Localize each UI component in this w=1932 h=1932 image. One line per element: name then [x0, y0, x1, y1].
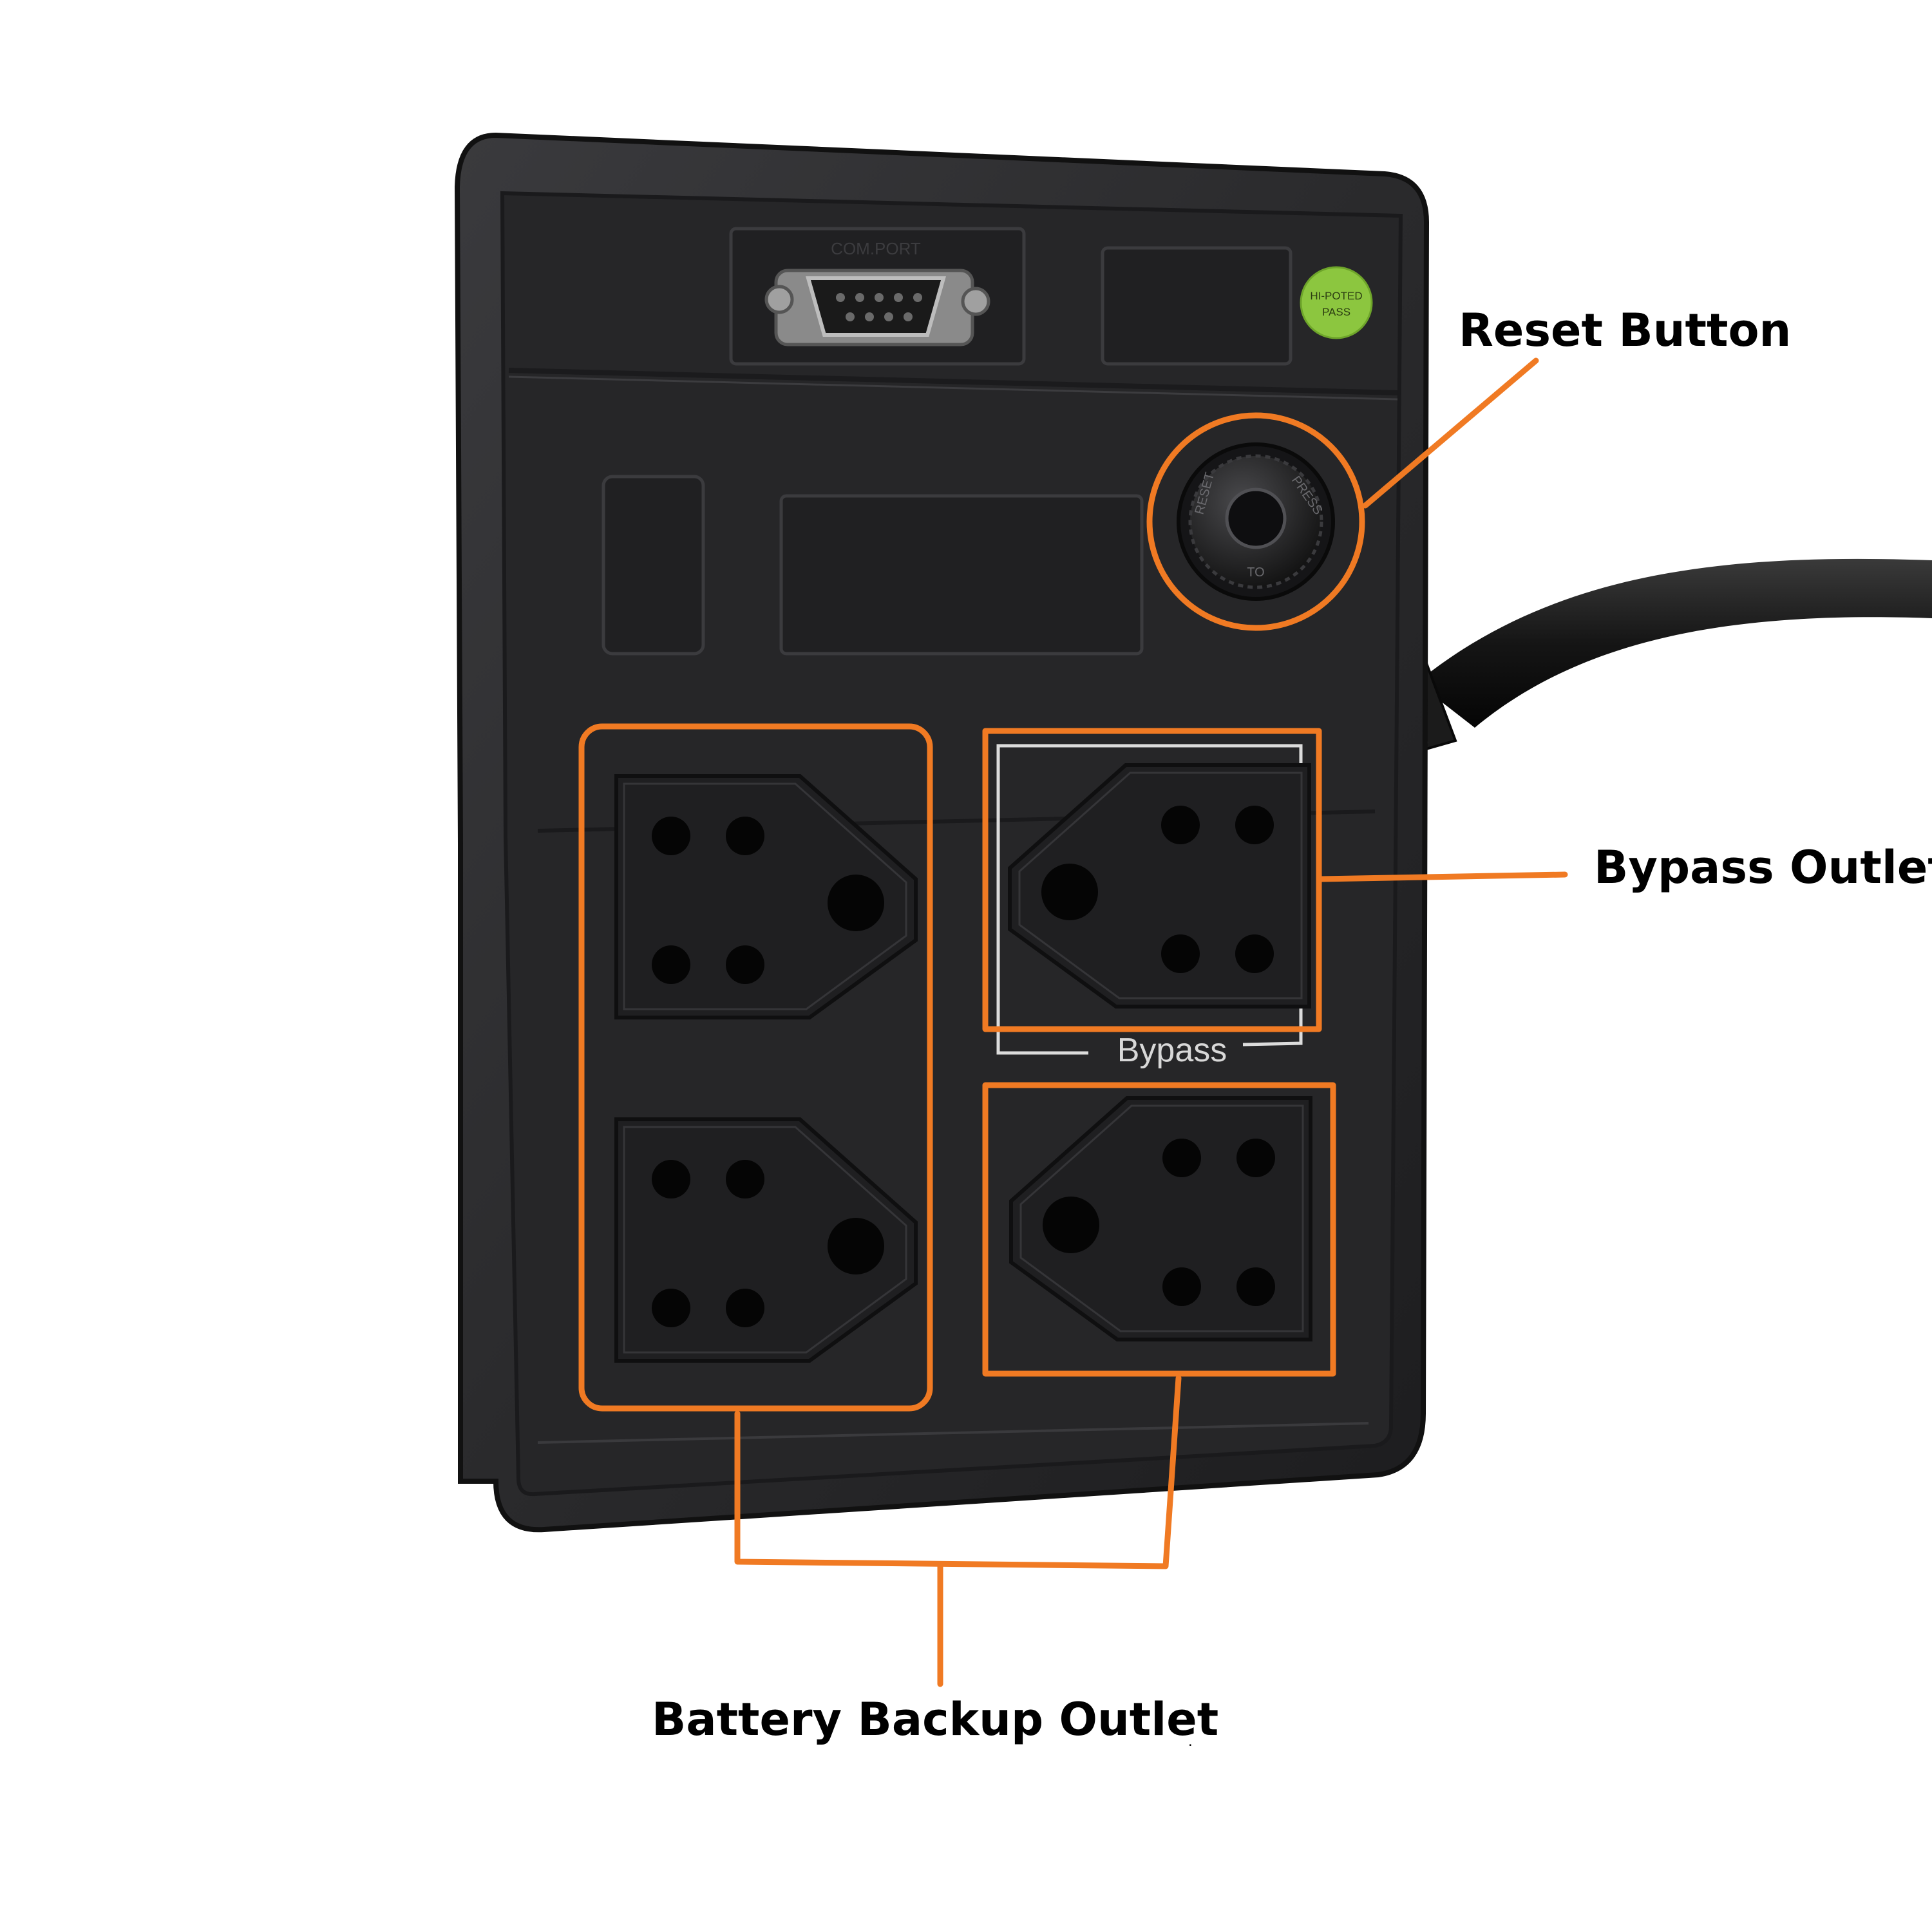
com-port-label: COM.PORT [831, 239, 921, 258]
blank-cover-top [1101, 246, 1293, 366]
reset-leader-line [1362, 357, 1539, 509]
hipot-sticker-line1: HI-POTED [1310, 290, 1362, 302]
hipot-sticker-line2: PASS [1322, 306, 1350, 318]
bypass-panel-label: Bypass [1117, 1032, 1227, 1069]
battery-outlet-highlight-right [982, 1082, 1336, 1377]
battery-backup-outlet-label: Battery Backup Outlet [652, 1693, 1219, 1746]
battery-outlets-highlight-left [578, 723, 933, 1412]
com-port[interactable]: COM.PORT [729, 227, 1026, 366]
bypass-outlet-label: Bypass Outlet [1594, 841, 1932, 894]
bypass-leader-line [1318, 871, 1568, 882]
blank-cover-small [601, 475, 705, 656]
blank-cover-label-area [779, 494, 1144, 656]
reset-highlight-ring [1146, 412, 1365, 631]
callout-graphics [578, 357, 1568, 1687]
reset-ring-bottom-label: TO [1247, 565, 1264, 580]
reset-button[interactable]: RESET PRESS TO [1177, 442, 1335, 601]
bypass-panel: Bypass [996, 744, 1303, 1069]
battery-label-trailing-mark: . [1188, 1732, 1193, 1750]
battery-bracket [734, 1375, 1182, 1569]
reset-button-label: Reset Button [1459, 304, 1792, 357]
hipot-sticker: HI-POTED PASS [1300, 266, 1373, 339]
